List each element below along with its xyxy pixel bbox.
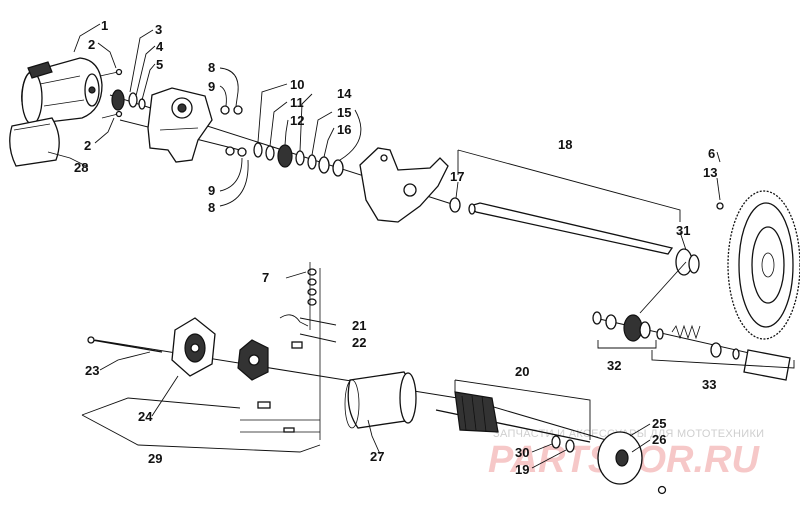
- drive-shaft: [468, 202, 674, 255]
- housing-bracket: [147, 87, 213, 163]
- callout-11: 11: [290, 95, 304, 110]
- callout-12: 12: [290, 113, 304, 128]
- through-bolt: [87, 336, 163, 353]
- armature-washers: [551, 435, 575, 453]
- callout-1: 1: [101, 18, 108, 33]
- callout-13: 13: [703, 165, 717, 180]
- callout-21: 21: [352, 318, 366, 333]
- clutch-parts: [592, 311, 651, 342]
- callout-25: 25: [652, 416, 666, 431]
- callout-3: 3: [155, 22, 162, 37]
- motor-frame: [344, 371, 417, 429]
- drive-spring: [656, 324, 791, 381]
- drive-end-plate: [597, 431, 667, 495]
- callout-28: 28: [74, 160, 88, 175]
- sleeve: [9, 117, 60, 167]
- callout-16: 16: [337, 122, 351, 137]
- callout-8-bottom: 8: [208, 200, 215, 215]
- callout-17: 17: [450, 169, 464, 184]
- callout-8-top: 8: [208, 60, 215, 75]
- end-cap: [171, 317, 216, 377]
- callout-4: 4: [156, 39, 164, 54]
- callout-9-top: 9: [208, 79, 215, 94]
- callout-14: 14: [337, 86, 352, 101]
- gear-stack: [253, 142, 344, 177]
- mounting-arm: [359, 147, 449, 223]
- drive-gear: [675, 248, 700, 276]
- pinion-gear: [111, 89, 146, 111]
- callout-31: 31: [676, 223, 690, 238]
- callout-6: 6: [708, 146, 715, 161]
- callout-26: 26: [652, 432, 666, 447]
- callout-27: 27: [370, 449, 384, 464]
- callout-18: 18: [558, 137, 572, 152]
- callout-19: 19: [515, 462, 529, 477]
- screws: [99, 68, 123, 119]
- callout-numbers: 1 2 3 4 5 2 28 8 9 9 8 10 11 12 14 15 16…: [74, 18, 717, 477]
- callout-32: 32: [607, 358, 621, 373]
- assembly-axes: [94, 94, 781, 451]
- brush-holder: [237, 339, 269, 381]
- callout-9-bottom: 9: [208, 183, 215, 198]
- bushing: [449, 197, 461, 213]
- callout-10: 10: [290, 77, 304, 92]
- callout-33: 33: [702, 377, 716, 392]
- callout-22: 22: [352, 335, 366, 350]
- callout-15: 15: [337, 105, 351, 120]
- callout-20: 20: [515, 364, 529, 379]
- callout-2-top: 2: [88, 37, 95, 52]
- terminal-hardware: [240, 262, 321, 440]
- ring-gear: [716, 190, 800, 340]
- callout-30: 30: [515, 445, 529, 460]
- callout-5: 5: [156, 57, 163, 72]
- callout-23: 23: [85, 363, 99, 378]
- starter-motor: [21, 57, 103, 125]
- bolts: [220, 105, 247, 157]
- leader-lines: [47, 23, 795, 469]
- callout-7: 7: [262, 270, 269, 285]
- armature: [435, 391, 591, 443]
- callout-29: 29: [148, 451, 162, 466]
- callout-2-bottom: 2: [84, 138, 91, 153]
- callout-24: 24: [138, 409, 153, 424]
